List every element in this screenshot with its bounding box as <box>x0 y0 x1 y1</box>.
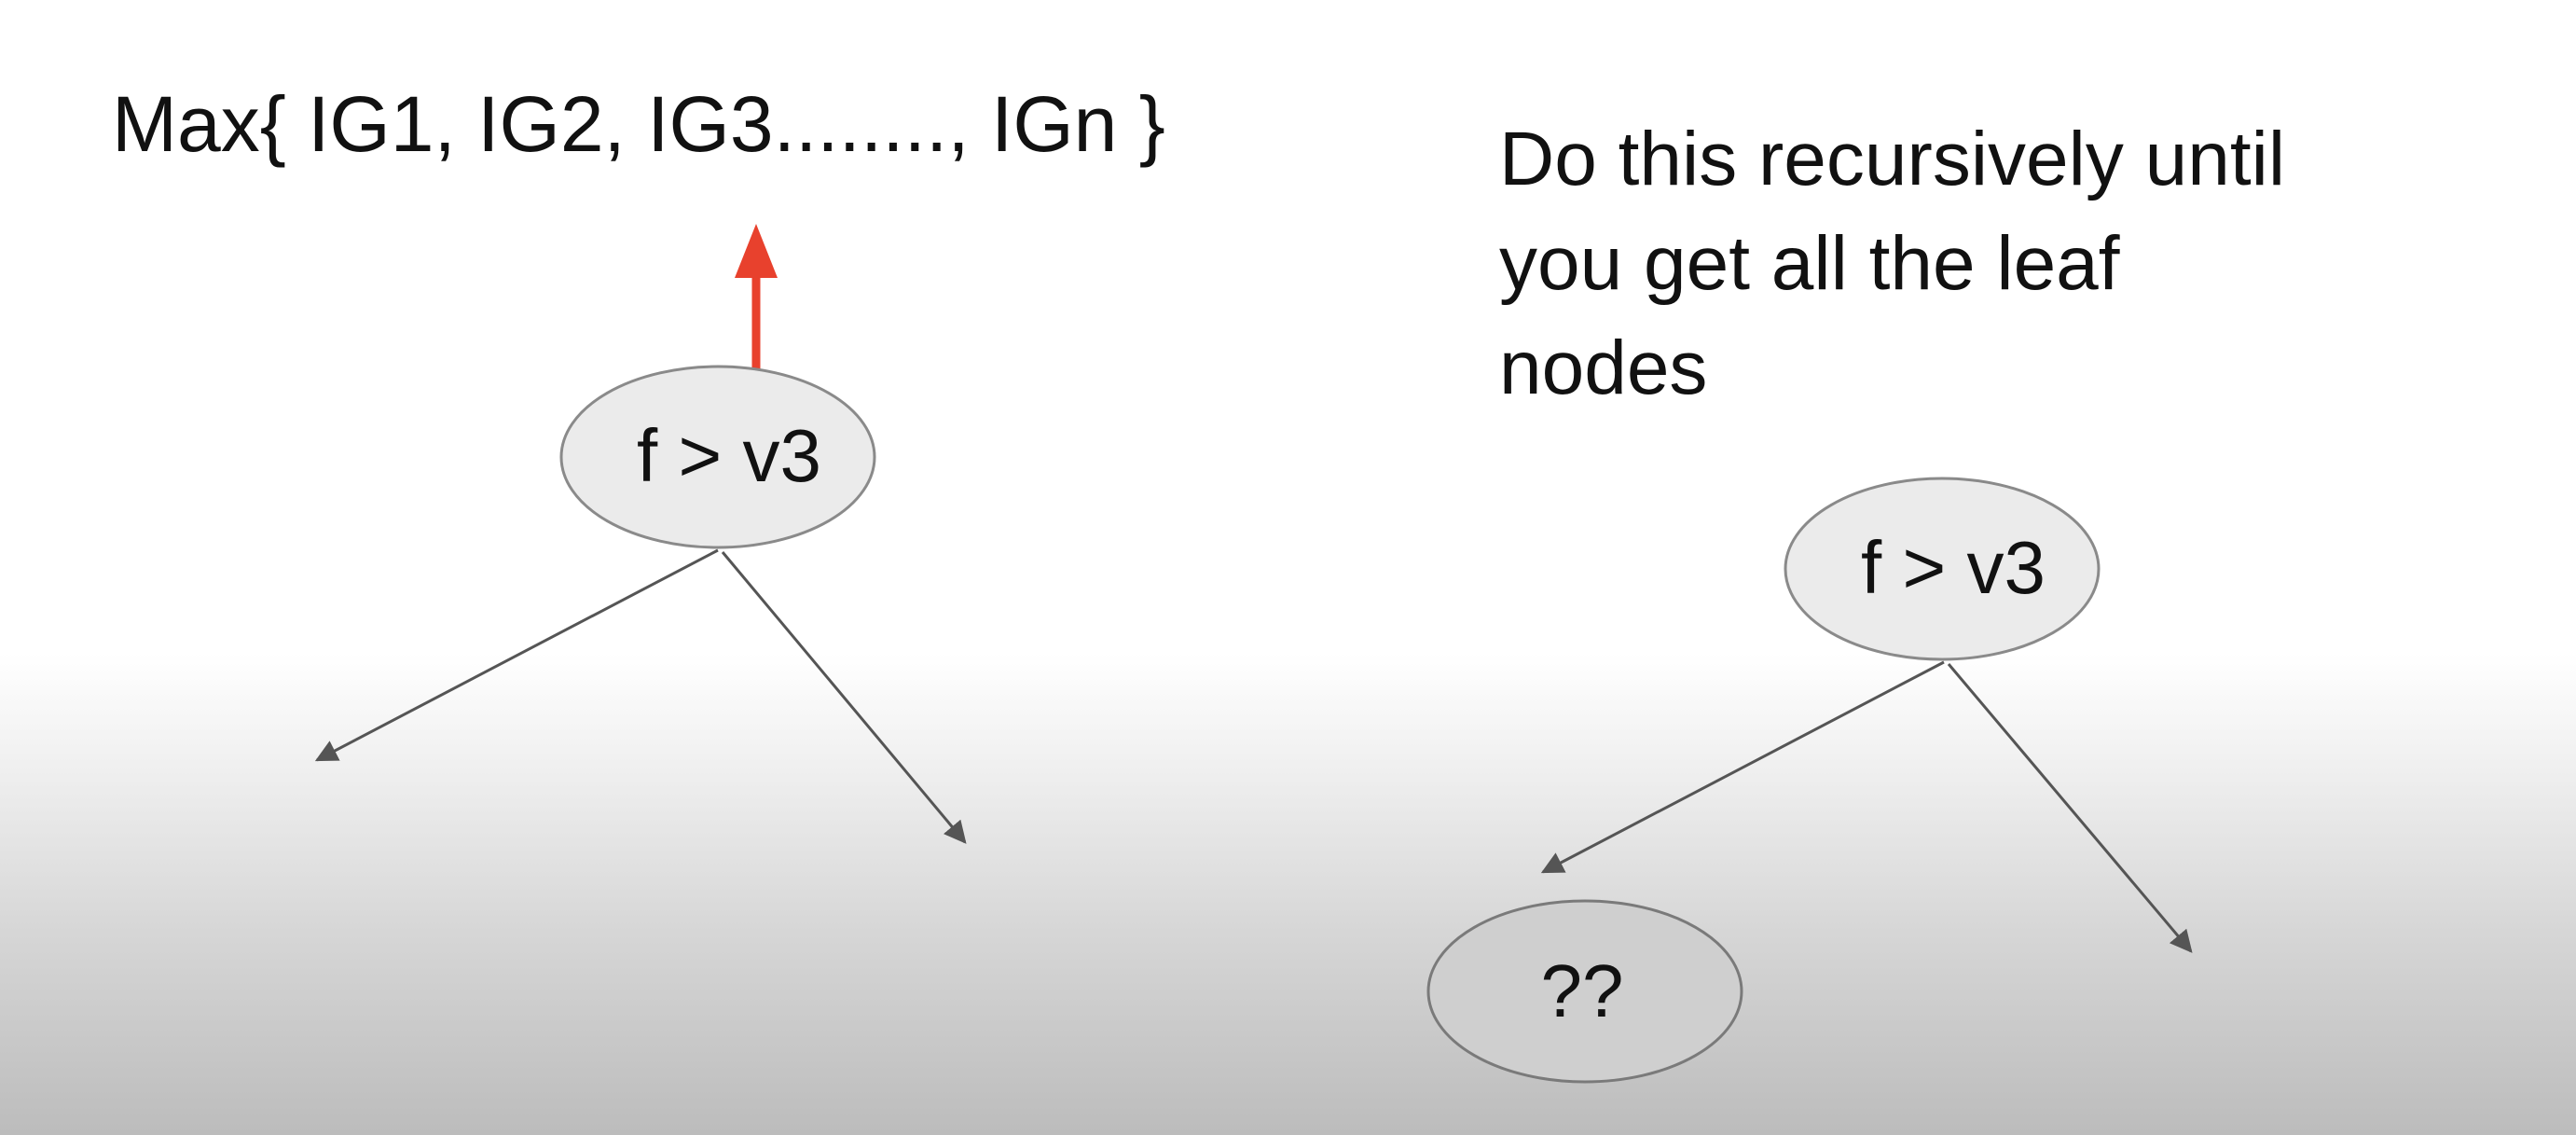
left-tree-edge-left <box>314 548 719 762</box>
selection-arrow-head <box>735 224 778 278</box>
max-information-gain-formula: Max{ IG1, IG2, IG3........, IGn } <box>112 80 1165 168</box>
right-tree-child-label: ?? <box>1541 949 1624 1032</box>
left-tree-edge-right <box>721 551 967 844</box>
right-tree-child-shape <box>1426 899 1743 1084</box>
right-tree-root-label: f > v3 <box>1861 526 2046 609</box>
left-tree-root-label: f > v3 <box>637 414 821 497</box>
left-tree-root-shape <box>559 365 876 549</box>
right-tree-root-node: f > v3 <box>1784 477 2101 661</box>
selection-arrow <box>735 224 778 373</box>
left-tree-root-node: f > v3 <box>559 365 876 549</box>
right-tree-root-shape <box>1784 477 2101 661</box>
recursion-note: Do this recursively until you get all th… <box>1499 117 2286 410</box>
right-tree-edge-right <box>1947 663 2193 953</box>
right-tree-child-node: ?? <box>1426 899 1743 1084</box>
right-tree-edge-left <box>1540 660 1945 874</box>
